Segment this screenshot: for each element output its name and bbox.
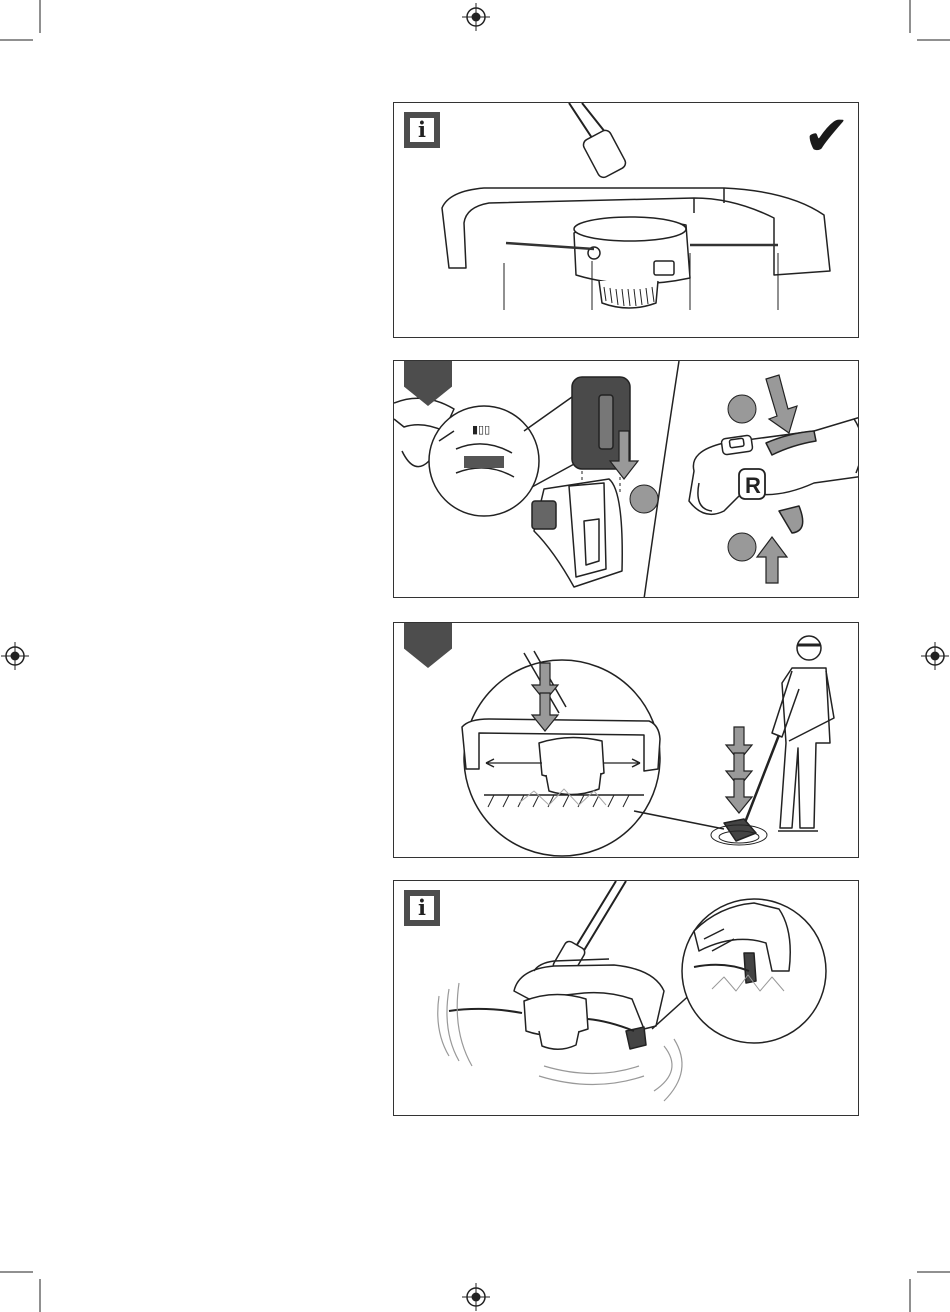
registration-mark-icon — [921, 642, 949, 670]
panel-guard-parts: i ✔ — [393, 102, 859, 338]
arrow-up-icon — [757, 537, 787, 583]
guard-illustration — [394, 103, 859, 338]
tap-feed-illustration — [394, 623, 859, 858]
registration-mark-icon — [462, 3, 490, 31]
svg-text:▮▯▯: ▮▯▯ — [472, 423, 490, 436]
checkmark-icon: ✔ — [803, 107, 850, 167]
handle-letter: R — [745, 473, 761, 498]
panel-line-feed — [393, 622, 859, 858]
line-cutter-illustration — [394, 881, 859, 1116]
step-circle-1 — [630, 485, 658, 513]
step-circle-3 — [728, 533, 756, 561]
arrow-down-icon — [726, 779, 752, 813]
info-icon: i — [404, 890, 440, 926]
registration-mark-icon — [462, 1283, 490, 1311]
step-circle-2 — [728, 395, 756, 423]
battery-illustration: ▮▯▯ — [394, 361, 859, 598]
info-icon: i — [404, 112, 440, 148]
panel-line-cutter: i — [393, 880, 859, 1116]
arrow-down-icon — [766, 375, 797, 433]
registration-mark-icon — [1, 642, 29, 670]
panel-battery-insert: ▮▯▯ — [393, 360, 859, 598]
